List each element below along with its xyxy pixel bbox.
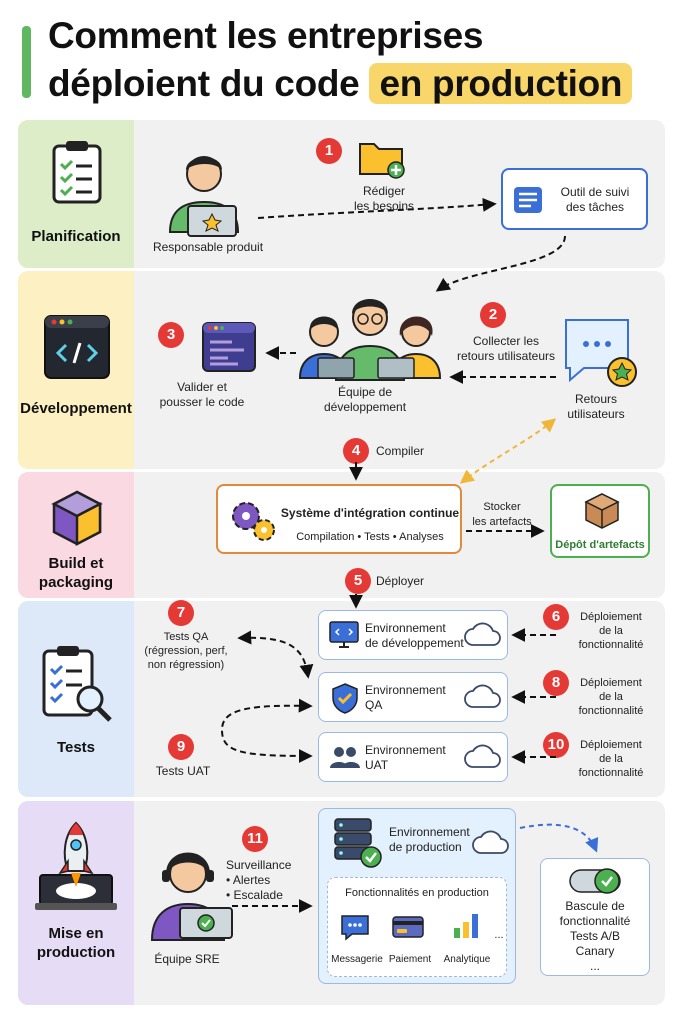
page-title-line2: déploient du code en production bbox=[48, 62, 633, 106]
step-badge-1: 1 bbox=[316, 138, 342, 164]
step-badge-9: 9 bbox=[168, 734, 194, 760]
ci-system-card: Système d'intégration continue Compilati… bbox=[216, 484, 462, 554]
arrow-prod-to-toggle bbox=[519, 823, 599, 853]
step-badge-4: 4 bbox=[343, 438, 369, 464]
stage-label: Build et packaging bbox=[38, 555, 114, 591]
box-icon bbox=[584, 493, 620, 529]
sre-label: Équipe SRE bbox=[154, 952, 220, 966]
stage-label: Tests bbox=[56, 739, 96, 756]
feature-label: Analytique bbox=[443, 954, 491, 965]
task-list-icon bbox=[514, 187, 542, 213]
env-uat-label: Environnement UAT bbox=[365, 743, 446, 772]
artefact-repo-card: Dépôt d'artefacts bbox=[550, 484, 650, 558]
package-cube-icon bbox=[51, 490, 103, 547]
feature-label: Messagerie bbox=[331, 954, 383, 965]
arrow-uat-tests bbox=[220, 698, 313, 763]
stage-label: Développement bbox=[20, 400, 132, 417]
analytics-chart-icon bbox=[454, 914, 478, 938]
env-prod-label: Environnement de production bbox=[389, 825, 470, 854]
step-badge-3: 3 bbox=[158, 322, 184, 348]
messaging-icon bbox=[341, 915, 369, 941]
page-title-highlight: en production bbox=[369, 63, 633, 104]
ci-title: Système d'intégration continue bbox=[280, 506, 460, 520]
step3-text: Valider et pousser le code bbox=[159, 380, 245, 409]
page-title-line1: Comment les entreprises bbox=[48, 15, 484, 56]
features-box: Fonctionnalités en production Messagerie… bbox=[327, 877, 507, 977]
env-dev-card: Environnement de développement bbox=[318, 610, 508, 660]
env-prod-card: Environnement de production Fonctionnali… bbox=[318, 808, 516, 984]
shield-check-icon bbox=[332, 683, 358, 714]
test-clipboard-magnifier-icon bbox=[42, 646, 112, 722]
feedback-chat-icon bbox=[565, 319, 637, 387]
arrow-tracker-to-team bbox=[435, 235, 566, 292]
users-icon bbox=[330, 747, 360, 768]
product-owner-avatar bbox=[168, 156, 240, 237]
step4-text: Compiler bbox=[376, 444, 425, 458]
clipboard-checklist-icon bbox=[52, 141, 102, 204]
feature-toggle-label: Bascule de fonctionnalité Tests A/B Cana… bbox=[559, 899, 631, 973]
cloud-icon bbox=[464, 684, 501, 708]
arrow-feedback-to-ci bbox=[459, 418, 557, 484]
step-badge-5: 5 bbox=[345, 568, 371, 594]
rocket-laptop-icon bbox=[35, 821, 117, 910]
feedback-label: Retours utilisateurs bbox=[567, 392, 625, 421]
step2-text: Collecter les retours utilisateurs bbox=[456, 334, 556, 363]
step11-text: Surveillance • Alertes • Escalade bbox=[226, 858, 292, 902]
server-check-icon bbox=[334, 818, 382, 868]
features-title: Fonctionnalités en production bbox=[345, 887, 489, 899]
step5-text: Déployer bbox=[376, 574, 425, 588]
stage-label: Planification bbox=[31, 228, 121, 245]
arrow-qa-tests bbox=[237, 630, 314, 679]
step-badge-8: 8 bbox=[543, 670, 569, 696]
step-badge-7: 7 bbox=[168, 600, 194, 626]
cloud-icon bbox=[464, 622, 501, 646]
step-badge-10: 10 bbox=[543, 732, 569, 758]
store-artefacts-text: Stocker les artefacts bbox=[472, 501, 532, 528]
env-qa-card: Environnement QA bbox=[318, 672, 508, 722]
dev-team-avatars bbox=[298, 299, 442, 381]
step6-text: Déploiement de la fonctionnalité bbox=[578, 611, 644, 651]
cloud-icon bbox=[464, 744, 501, 768]
arrow-owner-to-tracker bbox=[257, 197, 497, 219]
step-badge-11: 11 bbox=[242, 826, 268, 852]
toggle-switch-icon bbox=[569, 868, 621, 894]
ci-subtitle: Compilation • Tests • Analyses bbox=[296, 531, 444, 543]
features-more: ... bbox=[494, 929, 504, 941]
env-dev-label: Environnement de développement bbox=[365, 621, 464, 650]
env-uat-card: Environnement UAT bbox=[318, 732, 508, 782]
monitor-code-icon bbox=[329, 621, 359, 648]
task-tracker-label: Outil de suivi des tâches bbox=[560, 185, 630, 214]
folder-add-icon bbox=[359, 143, 405, 179]
payment-card-icon bbox=[392, 916, 424, 938]
artefact-repo-label: Dépôt d'artefacts bbox=[555, 539, 645, 551]
stage-label: Mise en production bbox=[36, 925, 116, 961]
task-tracker-card: Outil de suivi des tâches bbox=[501, 168, 648, 230]
step-badge-2: 2 bbox=[480, 302, 506, 328]
page-title-prefix: déploient du code bbox=[48, 63, 370, 104]
title-accent-bar bbox=[22, 26, 31, 98]
code-editor-icon bbox=[202, 322, 256, 372]
step9-text: Tests UAT bbox=[155, 764, 211, 778]
dev-team-label: Équipe de développement bbox=[323, 385, 407, 414]
step-badge-6: 6 bbox=[543, 604, 569, 630]
feature-toggle-card: Bascule de fonctionnalité Tests A/B Cana… bbox=[540, 858, 650, 976]
step10-text: Déploiement de la fonctionnalité bbox=[578, 739, 644, 779]
product-owner-label: Responsable produit bbox=[152, 240, 264, 254]
feature-label: Paiement bbox=[388, 954, 432, 965]
step8-text: Déploiement de la fonctionnalité bbox=[578, 677, 644, 717]
code-window-icon bbox=[44, 315, 110, 379]
step7-text: Tests QA (régression, perf, non régressi… bbox=[144, 631, 228, 671]
cloud-icon bbox=[472, 830, 509, 854]
env-qa-label: Environnement QA bbox=[365, 683, 446, 712]
gears-icon bbox=[232, 502, 275, 541]
sre-avatar bbox=[150, 852, 233, 941]
